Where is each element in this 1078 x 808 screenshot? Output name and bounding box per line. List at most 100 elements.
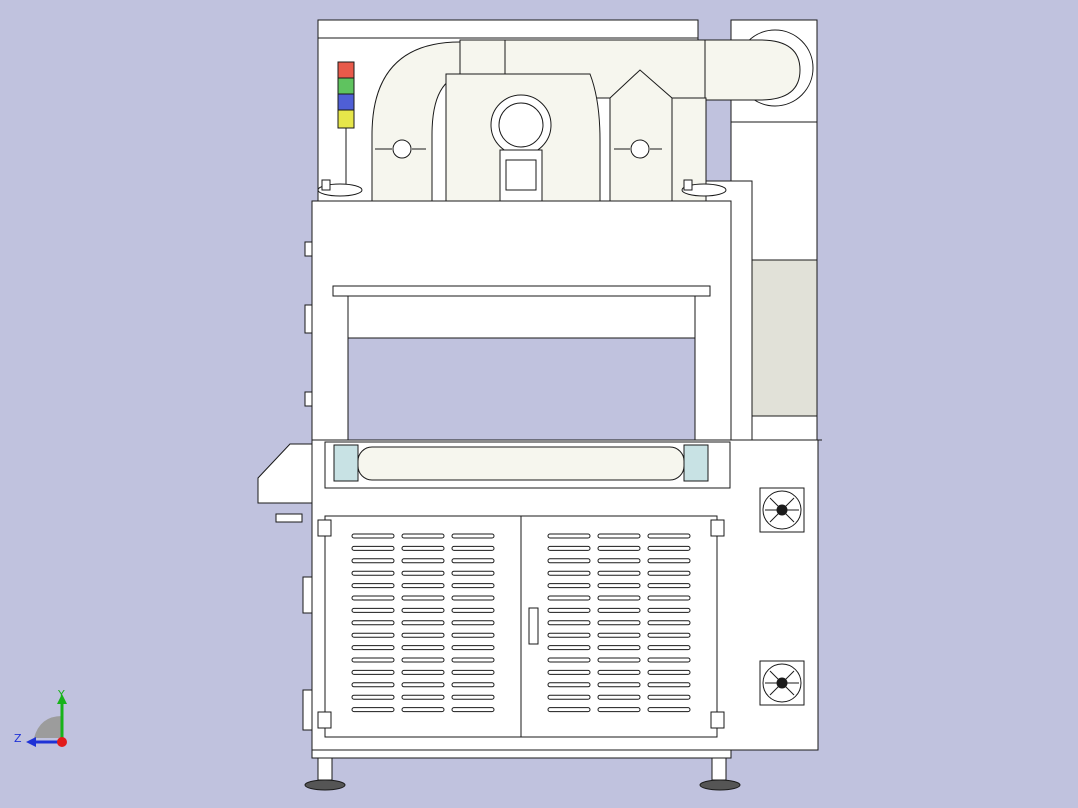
vent-slot	[351, 632, 395, 638]
exhaust-duct	[371, 39, 801, 202]
vent-slot	[451, 620, 495, 626]
vent-slot	[647, 545, 691, 551]
vent-slot	[597, 694, 641, 700]
vent-slot	[547, 620, 591, 626]
control-pendant[interactable]	[257, 443, 313, 504]
vent-slot	[451, 694, 495, 700]
vent-slot	[547, 707, 591, 713]
vent-slot	[401, 583, 445, 589]
roller-end-left	[333, 444, 359, 482]
vent-slot	[401, 694, 445, 700]
vent-slot	[351, 583, 395, 589]
signal-light-green	[337, 77, 355, 95]
vent-slot	[451, 545, 495, 551]
leveling-foot-right	[699, 757, 741, 791]
vent-slot	[351, 669, 395, 675]
vent-slot	[647, 583, 691, 589]
vent-slot	[401, 707, 445, 713]
vent-slot	[401, 669, 445, 675]
vent-slot	[401, 533, 445, 539]
vent-slot	[401, 632, 445, 638]
right-knob[interactable]	[614, 139, 662, 159]
left-handwheel[interactable]	[317, 179, 363, 197]
vent-slot	[647, 607, 691, 613]
right-handwheel[interactable]	[681, 179, 727, 197]
vent-slot	[351, 607, 395, 613]
vent-slot	[451, 669, 495, 675]
vent-slot	[647, 669, 691, 675]
vent-slot	[401, 620, 445, 626]
cross-bar	[332, 285, 711, 297]
vent-slot	[351, 533, 395, 539]
vent-slot	[451, 645, 495, 651]
vent-slot	[351, 620, 395, 626]
door-handle[interactable]	[528, 607, 539, 645]
vent-slot	[547, 657, 591, 663]
left-knob[interactable]	[375, 139, 426, 159]
vent-slot	[401, 645, 445, 651]
z-axis-label: Z	[14, 732, 22, 745]
door-hinges	[317, 519, 725, 729]
vent-slot	[401, 558, 445, 564]
vent-slot	[547, 583, 591, 589]
transfer-opening	[347, 337, 696, 441]
vent-slot	[597, 669, 641, 675]
vent-slot	[351, 570, 395, 576]
upper-chamber-window	[347, 295, 696, 339]
vent-slot	[451, 632, 495, 638]
vent-slot	[401, 595, 445, 601]
vent-slot	[547, 607, 591, 613]
cooling-fan-lower	[759, 660, 805, 706]
vent-slot	[597, 533, 641, 539]
vent-slot	[597, 620, 641, 626]
vent-slot	[451, 533, 495, 539]
vent-slot	[351, 545, 395, 551]
signal-tower	[337, 61, 355, 185]
vent-slot	[597, 657, 641, 663]
vent-slot	[597, 607, 641, 613]
vent-slot	[647, 558, 691, 564]
vent-slot	[351, 694, 395, 700]
vent-slot	[401, 545, 445, 551]
left-latch[interactable]	[275, 513, 303, 523]
vent-slot	[451, 595, 495, 601]
vent-slot	[451, 583, 495, 589]
vent-slot	[351, 682, 395, 688]
roller-end-right	[683, 444, 709, 482]
vent-slot	[597, 632, 641, 638]
vent-slot	[451, 682, 495, 688]
signal-light-yellow	[337, 109, 355, 129]
vent-slot	[451, 607, 495, 613]
vent-slot	[401, 657, 445, 663]
vent-slot	[547, 682, 591, 688]
vent-slot	[547, 669, 591, 675]
left-cabinet-door[interactable]	[324, 515, 522, 738]
conveyor-roller	[357, 446, 685, 481]
vent-slot	[451, 558, 495, 564]
axis-triad: Y Z	[14, 688, 67, 747]
vent-slot	[351, 595, 395, 601]
vent-slot	[647, 645, 691, 651]
vent-slot	[547, 645, 591, 651]
right-cabinet-door[interactable]	[520, 515, 718, 738]
vent-slot	[597, 558, 641, 564]
vent-slot	[451, 570, 495, 576]
vent-slot	[647, 694, 691, 700]
vent-slot	[647, 632, 691, 638]
vent-slot	[647, 595, 691, 601]
vent-slot	[597, 707, 641, 713]
vent-slot	[597, 570, 641, 576]
vent-slot	[401, 570, 445, 576]
vent-slot	[547, 632, 591, 638]
vent-slot	[597, 545, 641, 551]
vent-slots	[351, 533, 691, 713]
vent-slot	[351, 558, 395, 564]
vent-slot	[597, 645, 641, 651]
vent-slot	[547, 595, 591, 601]
vent-slot	[597, 595, 641, 601]
vent-slot	[401, 607, 445, 613]
signal-light-red	[337, 61, 355, 79]
signal-light-blue	[337, 93, 355, 111]
